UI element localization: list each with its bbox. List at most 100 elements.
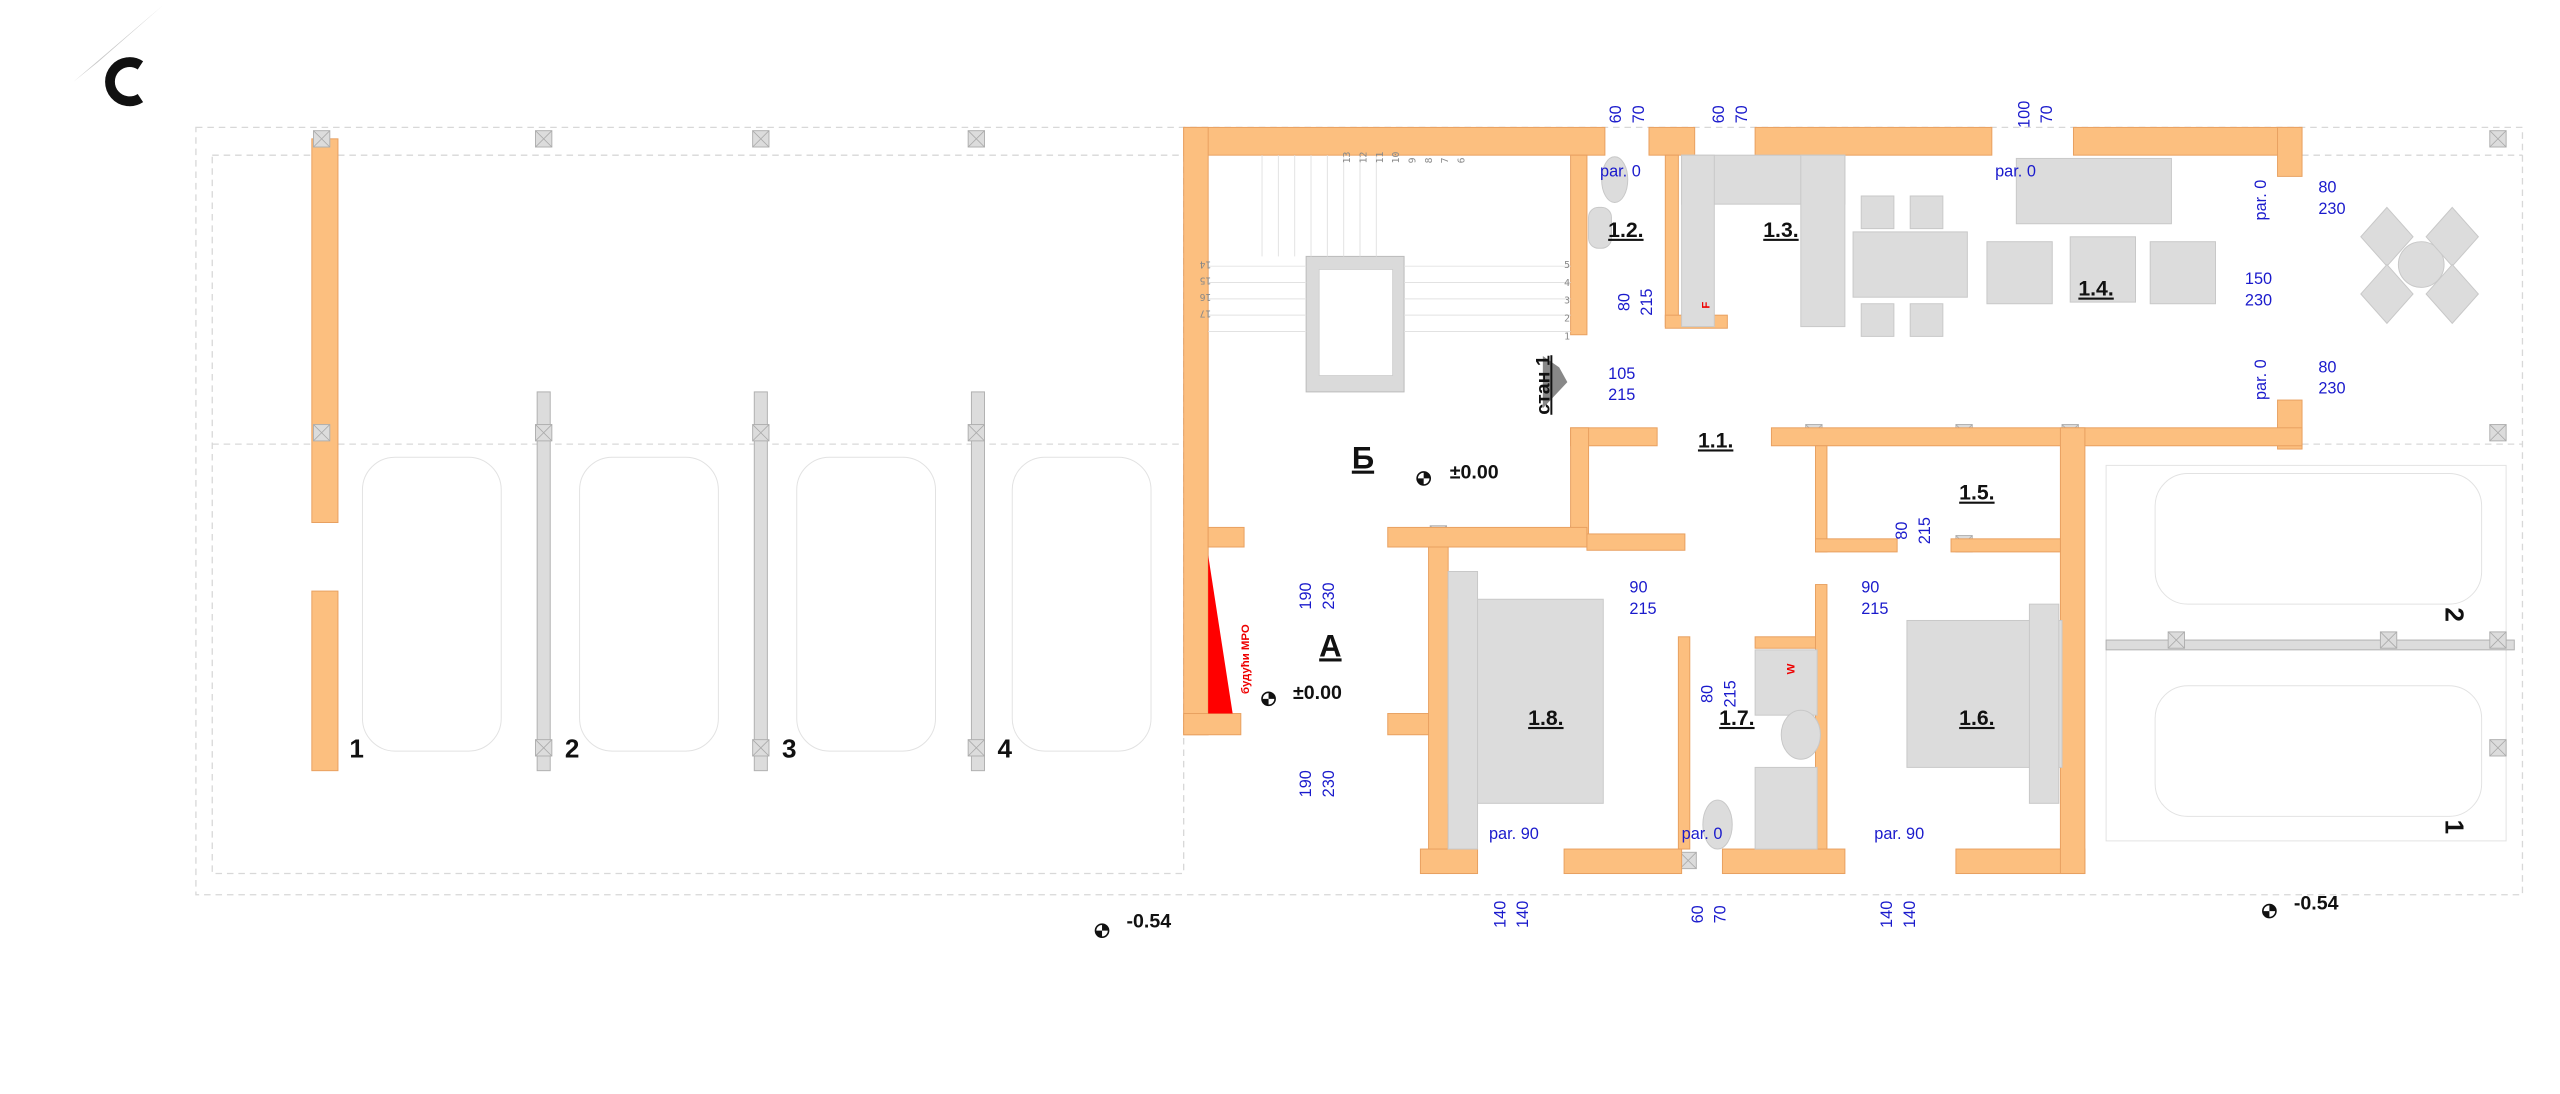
column xyxy=(2489,130,2507,148)
future-label: будући МРО xyxy=(1240,624,1252,694)
parapet-height-label: par. 0 xyxy=(1995,162,2036,180)
svg-text:80: 80 xyxy=(2318,358,2336,376)
level-value-a: ±0.00 xyxy=(1293,682,1342,704)
svg-text:150: 150 xyxy=(2245,270,2272,288)
stair-step-number: 4 xyxy=(1564,278,1570,289)
stair-step-number: 14 xyxy=(1200,258,1212,269)
column xyxy=(752,130,770,148)
svg-text:90: 90 xyxy=(1861,579,1879,597)
unit-label: стан 1 xyxy=(1532,355,1554,415)
parapet-height-label: par. 90 xyxy=(1874,825,1924,843)
zone-label-a: А xyxy=(1319,628,1341,663)
axis-label-2: 2 xyxy=(565,734,580,764)
stair-step-number: 16 xyxy=(1200,291,1212,302)
column xyxy=(1679,851,1697,870)
stair-step-number: 15 xyxy=(1200,275,1212,286)
svg-text:70: 70 xyxy=(2038,105,2056,123)
level-marker: -0.54 xyxy=(1094,910,1171,939)
stair-step-number: 9 xyxy=(1408,157,1419,163)
svg-text:190: 190 xyxy=(1297,770,1315,797)
parapet-height-label: par. 0 xyxy=(1682,825,1723,843)
axis-label-right-2: 2 xyxy=(2440,607,2470,622)
svg-text:70: 70 xyxy=(1733,105,1751,123)
stair-step-number: 12 xyxy=(1359,151,1370,163)
room-label-1-2: 1.2. xyxy=(1608,219,1643,242)
stair-step-number: 11 xyxy=(1375,151,1386,163)
column xyxy=(2167,631,2185,649)
column xyxy=(2379,631,2398,649)
room-label-1-1: 1.1. xyxy=(1698,429,1733,452)
parking-cars xyxy=(361,456,2483,817)
stair-step-number: 7 xyxy=(1440,157,1451,163)
column xyxy=(312,424,331,442)
stair-step-number: 1 xyxy=(1564,332,1570,343)
svg-text:90: 90 xyxy=(1629,579,1647,597)
svg-text:80: 80 xyxy=(1893,522,1911,540)
column xyxy=(2489,424,2507,442)
column xyxy=(2489,631,2507,649)
svg-text:80: 80 xyxy=(2318,179,2336,197)
column xyxy=(312,130,331,148)
stair-step-number: 6 xyxy=(1456,157,1467,163)
parapet-height-label: par. 0 xyxy=(2252,359,2270,400)
furniture xyxy=(1447,154,2480,850)
dimension-top1: 60 70 xyxy=(1607,105,1648,123)
dimension-door17: 80 215 xyxy=(1699,680,1740,707)
svg-text:230: 230 xyxy=(2318,200,2345,218)
svg-text:215: 215 xyxy=(1722,680,1740,707)
stair-step-number: 10 xyxy=(1391,151,1402,163)
axis-label-1: 1 xyxy=(349,734,364,764)
column xyxy=(967,424,985,442)
svg-text:60: 60 xyxy=(1607,105,1625,123)
column xyxy=(535,739,553,757)
room-label-1-5: 1.5. xyxy=(1959,482,1994,505)
svg-text:70: 70 xyxy=(1630,105,1648,123)
stair-step-number: 3 xyxy=(1564,296,1570,307)
level-marker: -0.54 xyxy=(2262,892,2339,919)
parapet-height-label: par. 0 xyxy=(1600,162,1641,180)
svg-text:105: 105 xyxy=(1608,365,1635,383)
stair-step-number: 5 xyxy=(1564,260,1570,271)
svg-text:80: 80 xyxy=(1699,685,1717,703)
svg-text:215: 215 xyxy=(1916,517,1934,544)
svg-text:140: 140 xyxy=(1491,901,1509,928)
parapet-height-label: par. 0 xyxy=(2252,180,2270,221)
column xyxy=(535,130,553,148)
room-label-1-7: 1.7. xyxy=(1719,707,1754,730)
level-marker: ±0.00 xyxy=(1416,461,1499,486)
washer-label: W xyxy=(1785,663,1797,674)
site-boundary xyxy=(195,126,2524,896)
column xyxy=(752,424,770,442)
svg-text:80: 80 xyxy=(1615,293,1633,311)
fridge-label: F xyxy=(1700,302,1712,309)
svg-text:140: 140 xyxy=(1901,901,1919,928)
axis-label-right-1: 1 xyxy=(2440,820,2470,835)
room-label-1-8: 1.8. xyxy=(1528,707,1563,730)
stair-step-number: 2 xyxy=(1564,314,1570,325)
svg-text:215: 215 xyxy=(1861,600,1888,618)
column xyxy=(535,424,553,442)
stair-step-number: 13 xyxy=(1342,151,1353,163)
future-wall-marker xyxy=(1208,555,1233,714)
zone-label-b: Б xyxy=(1352,441,1374,476)
stair-step-number: 8 xyxy=(1424,157,1435,163)
svg-text:190: 190 xyxy=(1297,582,1315,609)
north-arrow-icon xyxy=(73,4,164,107)
svg-text:230: 230 xyxy=(2318,380,2345,398)
room-label-1-4: 1.4. xyxy=(2078,278,2113,301)
parapet-height-label: par. 90 xyxy=(1489,825,1539,843)
svg-text:215: 215 xyxy=(1608,386,1635,404)
column xyxy=(752,739,770,757)
room-label-1-3: 1.3. xyxy=(1763,219,1798,242)
